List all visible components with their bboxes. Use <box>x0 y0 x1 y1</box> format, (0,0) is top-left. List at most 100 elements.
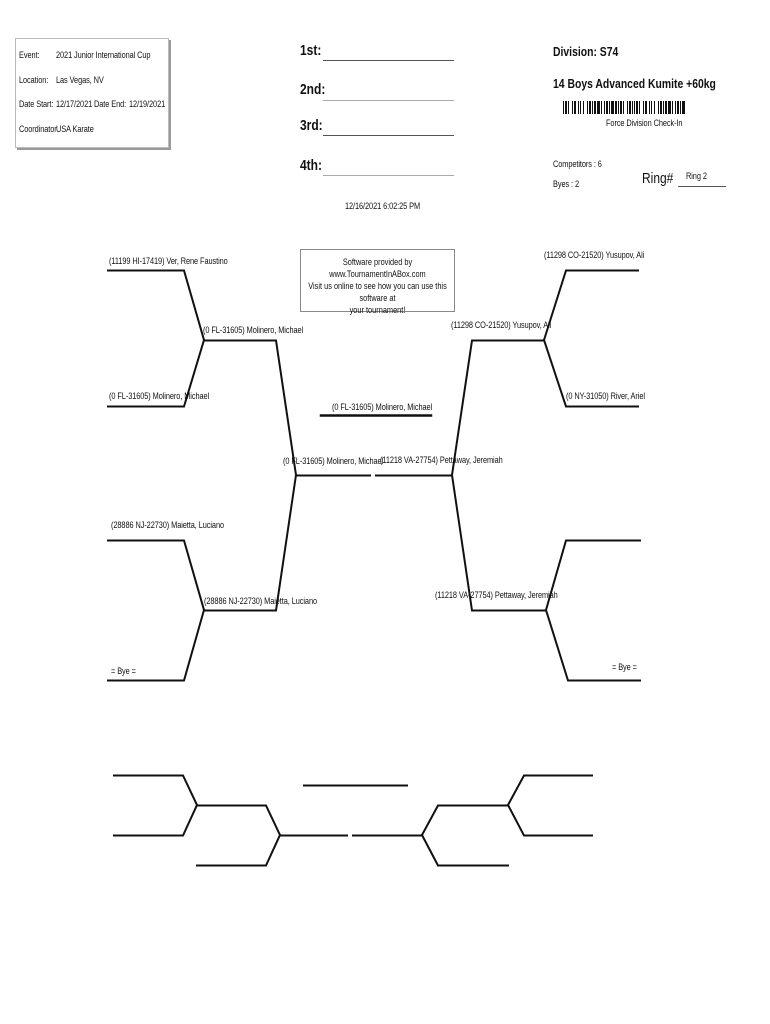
second-place-label: 2nd: <box>300 81 326 98</box>
left-r1-competitor-2[interactable]: (0 FL-31605) Molinero, Michael <box>109 391 210 401</box>
barcode-bar <box>636 101 638 114</box>
left-r2-competitor-1[interactable]: (0 FL-31605) Molinero, Michael <box>203 325 304 335</box>
byes-count: Byes : 2 <box>553 179 580 189</box>
division-name: 14 Boys Advanced Kumite +60kg <box>553 76 716 91</box>
print-timestamp: 12/16/2021 6:02:25 PM <box>345 201 421 211</box>
barcode-bar <box>623 101 624 114</box>
left-r1-line-4 <box>107 608 206 682</box>
barcode-bar <box>658 101 659 114</box>
barcode-bar <box>660 101 662 114</box>
left-r2-line-2 <box>203 473 298 612</box>
right-r2-competitor-2[interactable]: (11218 VA-27754) Pettaway, Jeremiah <box>435 590 558 600</box>
first-place-label: 1st: <box>300 42 322 59</box>
third-place-line[interactable] <box>323 135 454 136</box>
consolation-left-line-3 <box>196 804 282 837</box>
third-place-label: 3rd: <box>300 117 323 134</box>
barcode-bar <box>609 101 610 114</box>
barcode-bar <box>578 101 579 114</box>
barcode-bar <box>675 101 676 114</box>
right-r1-line-1 <box>542 269 639 342</box>
barcode-bar <box>604 101 605 114</box>
coordinator-value: USA Karate <box>56 124 94 134</box>
barcode-bar <box>594 101 596 114</box>
barcode-bar <box>580 101 581 114</box>
barcode-bar <box>654 101 655 114</box>
event-value: 2021 Junior International Cup <box>56 50 151 60</box>
right-r2-line-2 <box>450 473 547 612</box>
barcode-bar <box>606 101 608 114</box>
ring-value: Ring 2 <box>686 171 707 181</box>
division-barcode[interactable] <box>563 101 685 114</box>
barcode-bar <box>601 101 602 114</box>
consolation-left-line-2 <box>113 803 199 837</box>
barcode-bar <box>639 101 640 114</box>
barcode-bar <box>583 101 584 114</box>
ring-line <box>678 186 726 187</box>
barcode-bar <box>651 101 652 114</box>
consolation-left-line-4 <box>196 833 282 867</box>
barcode-bar <box>634 101 635 114</box>
left-semifinal-competitor[interactable]: (0 FL-31605) Molinero, Michael <box>283 456 384 466</box>
right-r1-competitor-1[interactable]: (11298 CO-21520) Yusupov, Ali <box>544 250 645 260</box>
final-winner[interactable]: (0 FL-31605) Molinero, Michael <box>332 402 433 412</box>
date-end-label: Date End: <box>94 99 127 109</box>
barcode-bar <box>572 101 573 114</box>
software-notice-line3: your tournament! <box>349 305 406 315</box>
left-r1-line-1 <box>107 269 206 342</box>
left-r1-competitor-3[interactable]: (28886 NJ-22730) Maietta, Luciano <box>111 520 224 530</box>
consolation-right-line-1 <box>506 774 593 807</box>
barcode-bar <box>643 101 644 114</box>
left-r2-competitor-2[interactable]: (28886 NJ-22730) Maietta, Luciano <box>204 596 317 606</box>
force-checkin-caption: Force Division Check-In <box>606 118 683 128</box>
barcode-bar <box>618 101 619 114</box>
right-r2-line-1 <box>450 339 545 477</box>
left-r1-line-2 <box>107 338 206 408</box>
right-r1-competitor-2[interactable]: (0 NY-31050) River, Ariel <box>566 391 645 401</box>
location-value: Las Vegas, NV <box>56 75 104 85</box>
barcode-bar <box>645 101 647 114</box>
fourth-place-label: 4th: <box>300 157 322 174</box>
barcode-bar <box>563 101 564 114</box>
left-r1-line-3 <box>107 539 206 612</box>
right-r1-line-3 <box>544 539 641 612</box>
event-info-box <box>15 38 169 148</box>
right-r1-line-2 <box>542 338 639 408</box>
consolation-right-line-3 <box>420 804 509 837</box>
right-r1-line-4 <box>544 608 641 682</box>
fourth-place-line[interactable] <box>323 175 454 176</box>
left-r1-competitor-1[interactable]: (11199 HI-17419) Ver, Rene Faustino <box>109 256 228 266</box>
barcode-bar <box>677 101 679 114</box>
date-start-value: 12/17/2021 <box>56 99 93 109</box>
location-label: Location: <box>19 75 49 85</box>
barcode-bar <box>665 101 667 114</box>
right-r1-competitor-4[interactable]: = Bye = <box>612 662 637 672</box>
barcode-bar <box>620 101 622 114</box>
event-label: Event: <box>19 50 40 60</box>
competitors-count: Competitors : 6 <box>553 159 602 169</box>
date-start-label: Date Start: <box>19 99 54 109</box>
right-r2-competitor-1[interactable]: (11298 CO-21520) Yusupov, Ali <box>451 320 552 330</box>
barcode-bar <box>668 101 671 114</box>
barcode-bar <box>574 101 576 114</box>
barcode-bar <box>682 101 685 114</box>
barcode-bar <box>592 101 593 114</box>
barcode-bar <box>587 101 588 114</box>
right-semifinal-competitor[interactable]: (11218 VA-27754) Pettaway, Jeremiah <box>380 455 503 465</box>
barcode-bar <box>589 101 591 114</box>
software-notice-box: Software provided by www.TournamentInABo… <box>300 249 455 315</box>
barcode-bar <box>568 101 569 114</box>
left-r1-competitor-4[interactable]: = Bye = <box>111 666 136 676</box>
barcode-bar <box>611 101 614 114</box>
ring-label: Ring# <box>642 170 674 187</box>
left-r2-line-1 <box>203 339 298 477</box>
software-notice-line1: Software provided by www.TournamentInABo… <box>329 257 426 279</box>
consolation-right-line-2 <box>506 803 593 837</box>
second-place-line[interactable] <box>323 100 454 101</box>
first-place-line[interactable] <box>323 60 454 61</box>
barcode-bar <box>629 101 631 114</box>
barcode-bar <box>597 101 600 114</box>
barcode-bar <box>649 101 650 114</box>
barcode-bar <box>615 101 617 114</box>
barcode-bar <box>680 101 681 114</box>
